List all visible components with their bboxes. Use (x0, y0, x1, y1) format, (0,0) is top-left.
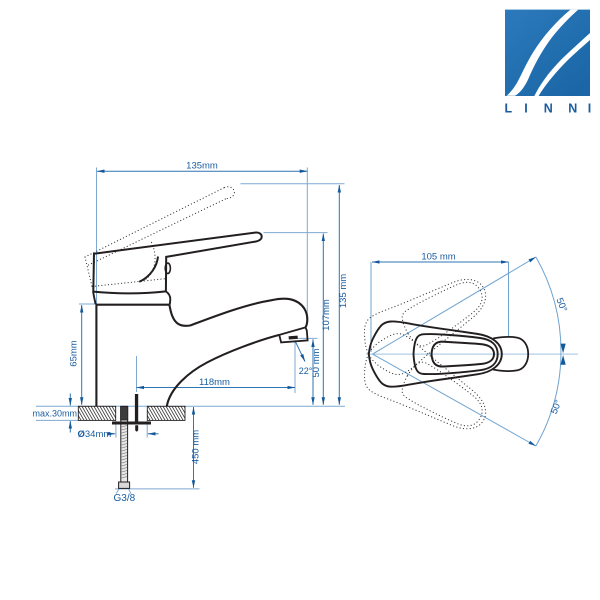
svg-text:65mm: 65mm (69, 340, 80, 366)
svg-text:50°: 50° (554, 296, 570, 314)
svg-text:22°: 22° (299, 366, 313, 376)
svg-text:135 mm: 135 mm (338, 274, 349, 308)
svg-text:L: L (505, 102, 513, 116)
svg-text:max.30mm: max.30mm (33, 408, 78, 418)
svg-text:50 mm: 50 mm (311, 348, 322, 377)
svg-text:N: N (568, 102, 577, 116)
svg-text:135mm: 135mm (186, 161, 218, 172)
svg-text:N: N (544, 102, 553, 116)
svg-text:Ø34mm: Ø34mm (78, 429, 112, 440)
svg-text:I: I (524, 102, 527, 116)
svg-text:107mm: 107mm (321, 299, 332, 331)
svg-text:50°: 50° (549, 398, 565, 416)
svg-text:105 mm: 105 mm (421, 251, 455, 262)
svg-text:450 mm: 450 mm (191, 430, 202, 464)
svg-text:118mm: 118mm (199, 377, 230, 388)
svg-text:I: I (588, 102, 591, 116)
svg-text:G3/8: G3/8 (114, 493, 136, 504)
